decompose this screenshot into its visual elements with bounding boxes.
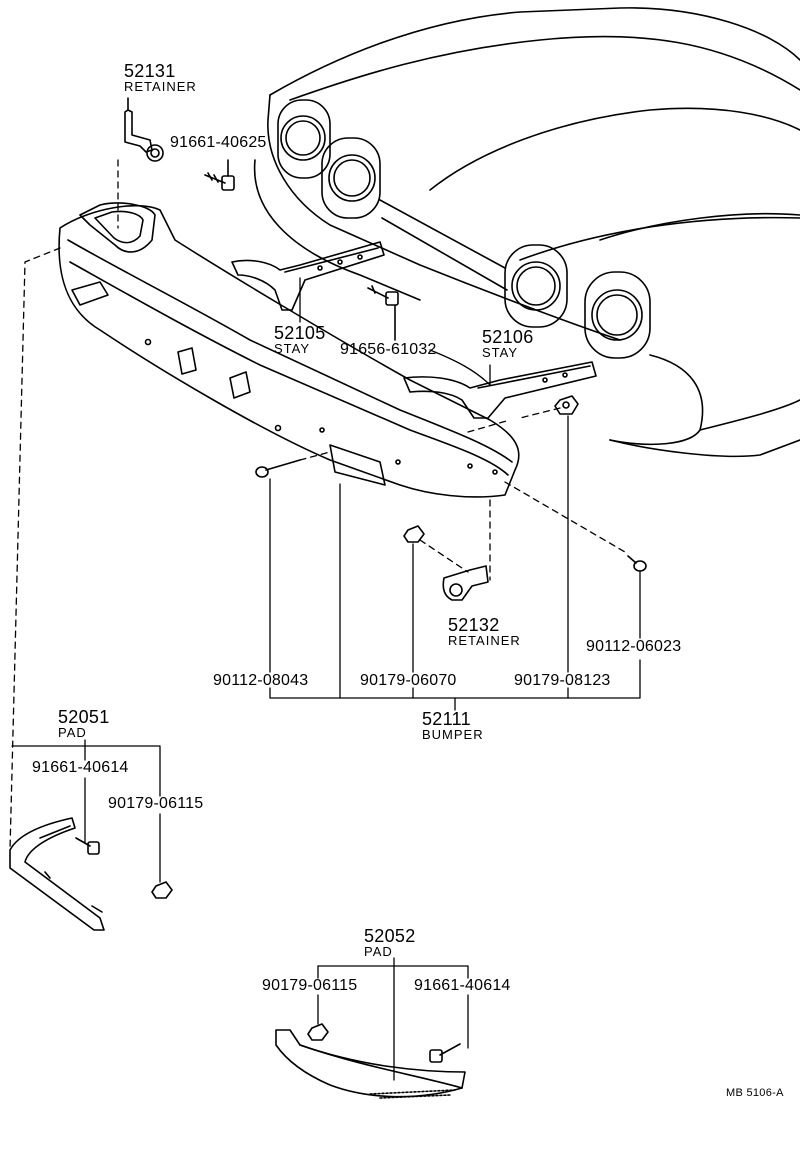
label-91661-40614-a: 91661-40614 <box>32 759 129 776</box>
label-52132: 52132 <box>448 615 500 635</box>
leader-lines <box>11 277 641 1081</box>
nut-90179-06070 <box>403 525 425 543</box>
label-52051: 52051 <box>58 707 110 727</box>
label-stay-2: STAY <box>482 345 519 360</box>
label-pad-2: PAD <box>364 944 393 959</box>
pad-52051 <box>9 817 105 931</box>
bolt-90112-06023 <box>627 555 647 572</box>
car-body <box>253 7 800 458</box>
label-90179-08123: 90179-08123 <box>514 672 611 689</box>
label-90112-08043: 90112-08043 <box>213 672 309 689</box>
label-52052: 52052 <box>364 926 416 946</box>
label-91656-61032: 91656-61032 <box>340 341 437 358</box>
label-52106: 52106 <box>482 327 534 347</box>
label-90112-06023: 90112-06023 <box>586 638 682 655</box>
label-90179-06115-b: 90179-06115 <box>262 977 358 994</box>
label-stay-1: STAY <box>274 341 311 356</box>
label-52111: 52111 <box>422 709 471 729</box>
diagram-code: MB 5106-A <box>726 1087 784 1099</box>
bolt-91661-40614-b <box>429 1043 461 1063</box>
bolt-91661-40614-a <box>75 837 100 855</box>
nut-90179-08123 <box>554 395 579 415</box>
label-pad-1: PAD <box>58 725 87 740</box>
label-52105: 52105 <box>274 323 326 343</box>
label-bumper: BUMPER <box>422 727 484 742</box>
retainer-52132 <box>442 565 489 601</box>
pad-52052 <box>275 1029 466 1099</box>
label-90179-06070: 90179-06070 <box>360 672 457 689</box>
bolt-91656-61032 <box>367 285 399 341</box>
retainer-52131 <box>124 97 164 162</box>
label-retainer-2: RETAINER <box>448 633 521 648</box>
stay-52106 <box>403 361 597 419</box>
bolt-90112-08043 <box>255 459 301 478</box>
label-52131: 52131 <box>124 61 176 81</box>
guide-lines <box>9 159 626 851</box>
label-91661-40614-b: 91661-40614 <box>414 977 511 994</box>
label-91661-40625: 91661-40625 <box>170 134 267 151</box>
label-retainer-1: RETAINER <box>124 79 197 94</box>
nut-90179-06115-a <box>151 881 173 899</box>
nut-90179-06115-b <box>307 1023 329 1041</box>
label-90179-06115-a: 90179-06115 <box>108 795 204 812</box>
bolt-91661-40625 <box>204 159 235 191</box>
stay-52105 <box>231 241 385 311</box>
bumper-52111 <box>58 202 520 498</box>
